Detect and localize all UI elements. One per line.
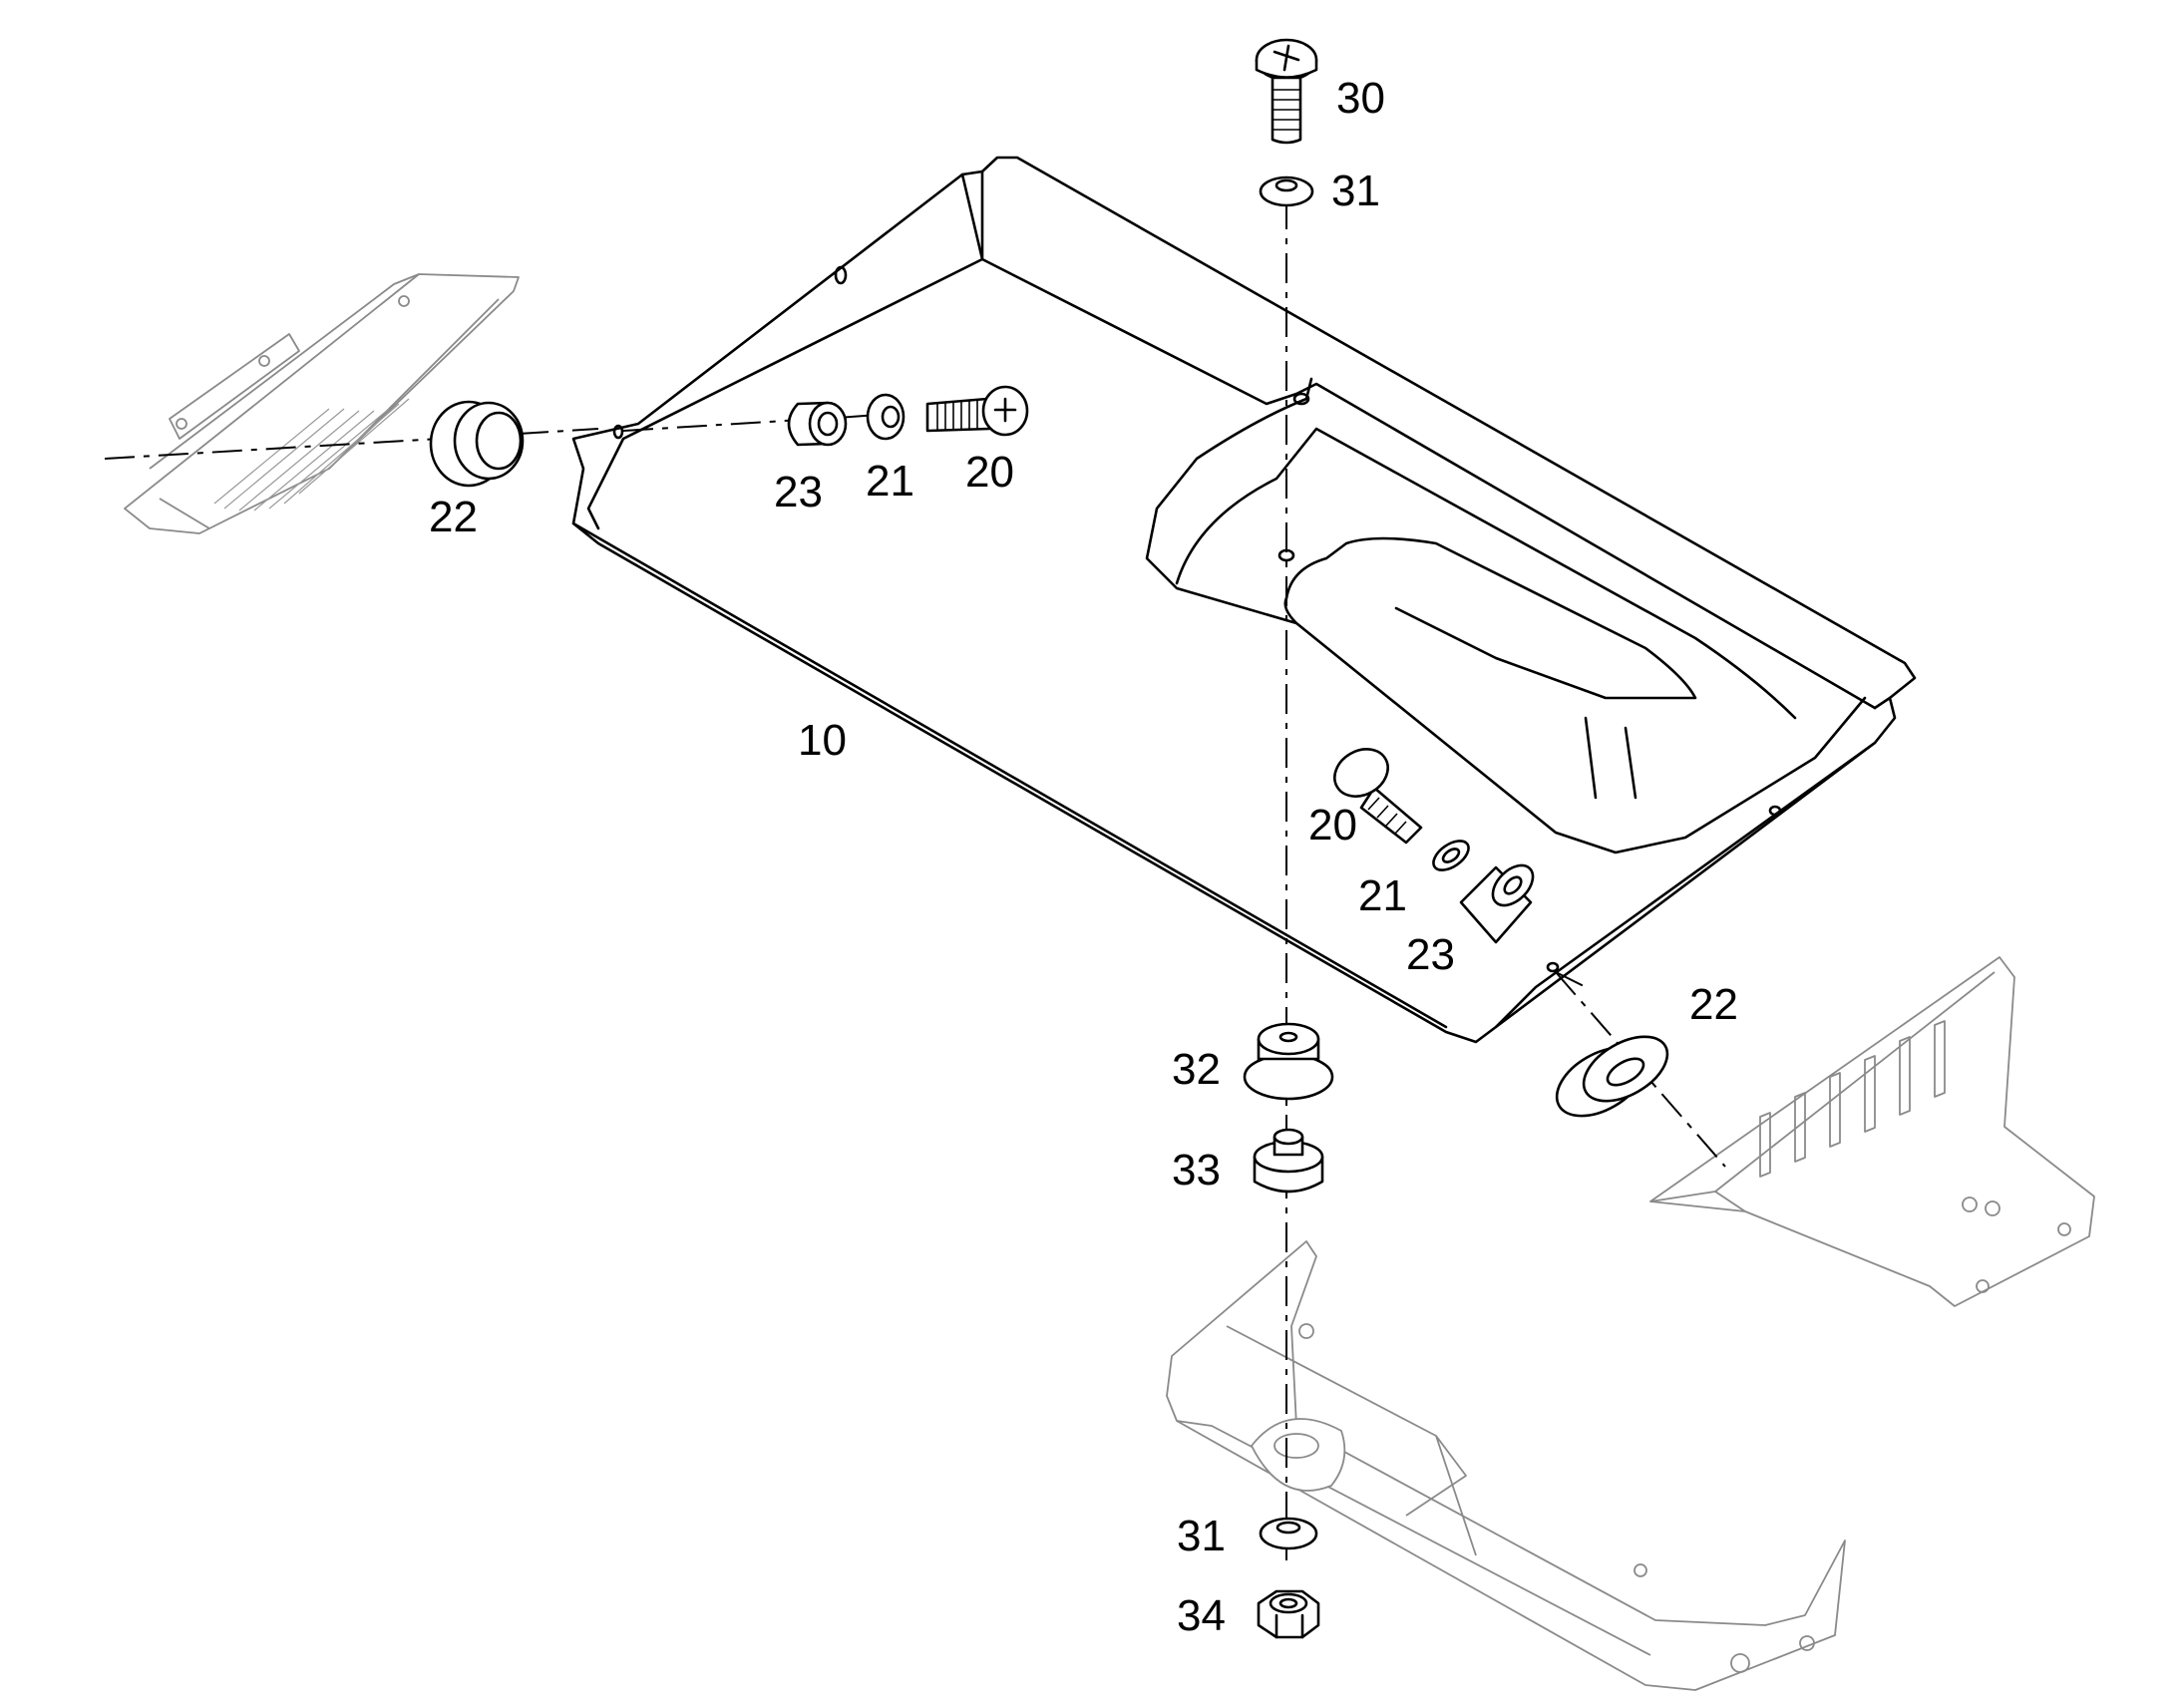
- callout-23: 23: [1406, 930, 1455, 979]
- callout-33: 33: [1172, 1146, 1221, 1195]
- grommet-22-right: [1555, 1035, 1669, 1118]
- callout-34: 34: [1177, 1591, 1226, 1640]
- callout-22: 22: [429, 493, 478, 541]
- screw-20-right: [1333, 748, 1423, 845]
- washer-31-bottom: [1259, 1517, 1318, 1550]
- grommet-22-left: [429, 400, 525, 488]
- callouts: 10 20 21 23 22 30 31 20 21 23 22 32 33 3…: [429, 74, 1738, 1640]
- washer-21-right: [1432, 840, 1470, 871]
- spacer-23-left: [787, 401, 848, 447]
- washer-31-top: [1259, 175, 1314, 207]
- nut-34: [1257, 1589, 1320, 1639]
- callout-10: 10: [798, 716, 847, 765]
- callout-21: 21: [866, 457, 914, 506]
- ghost-lower-tray: [1166, 1240, 1846, 1691]
- spacer-23-right: [1459, 863, 1535, 944]
- spacer-33: [1253, 1128, 1324, 1194]
- callout-30: 30: [1336, 74, 1385, 123]
- callout-20: 20: [1308, 801, 1357, 850]
- callout-23: 23: [774, 468, 823, 516]
- callout-31: 31: [1331, 167, 1380, 215]
- grommet-32: [1243, 1022, 1334, 1101]
- ghost-left-bracket: [124, 273, 520, 534]
- callout-21: 21: [1358, 871, 1407, 920]
- callout-32: 32: [1172, 1045, 1221, 1094]
- callout-22: 22: [1689, 980, 1738, 1029]
- ghost-right-bracket: [1649, 956, 2095, 1307]
- panel-part-10: [571, 156, 1917, 1044]
- screw-20-left: [925, 385, 1029, 437]
- washer-21-left: [866, 393, 906, 441]
- callout-31: 31: [1177, 1512, 1226, 1560]
- callout-20: 20: [965, 448, 1014, 497]
- screw-30: [1255, 38, 1318, 145]
